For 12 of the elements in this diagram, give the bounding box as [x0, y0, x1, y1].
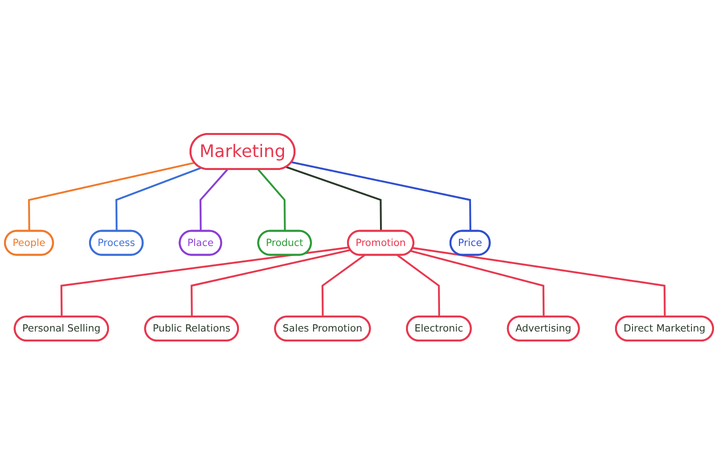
connector: [115, 167, 202, 232]
connector: [412, 247, 666, 318]
connector: [291, 162, 472, 232]
connector: [60, 246, 350, 318]
connector: [410, 250, 545, 318]
connector: [257, 169, 286, 232]
connector: [396, 254, 440, 318]
connector: [190, 249, 351, 318]
connector: [286, 166, 382, 232]
connector: [200, 169, 228, 232]
connector: [322, 254, 366, 318]
connector: [28, 162, 195, 232]
